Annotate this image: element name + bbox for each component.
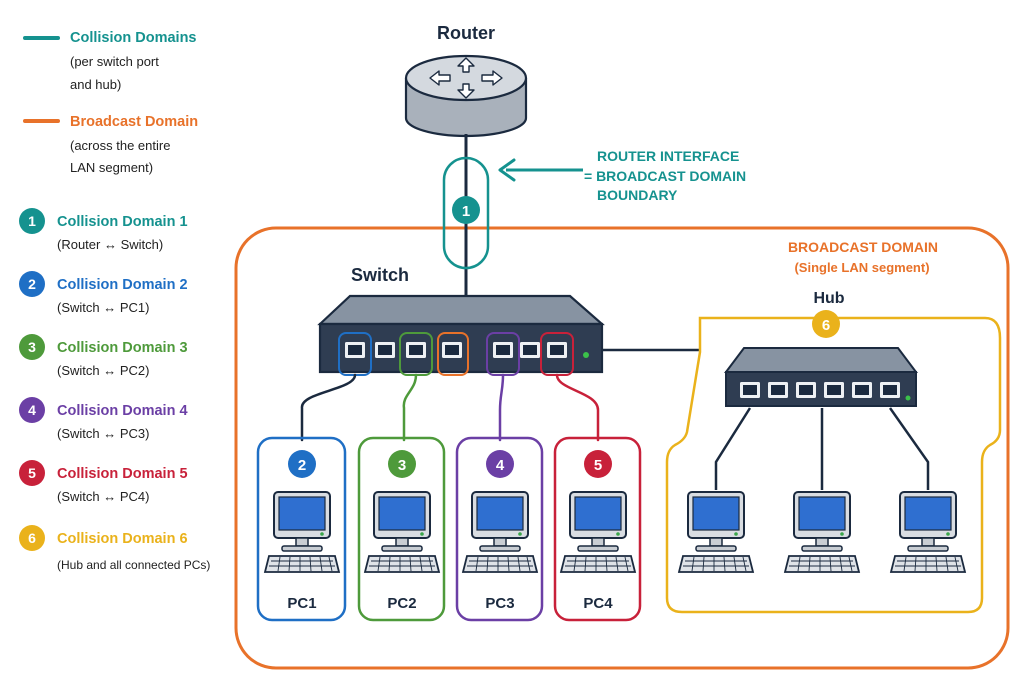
pc1-domain-outline — [256, 436, 347, 622]
collision-legend-desc-1: (per switch port — [70, 54, 159, 69]
cable-pc4 — [555, 373, 600, 442]
pc2-badge — [388, 450, 416, 478]
pc2-label: PC2 — [387, 595, 416, 612]
router-icon — [404, 54, 528, 138]
broadcast-domain-sublabel: (Single LAN segment) — [794, 260, 929, 275]
legend-badge-2-num: 2 — [28, 276, 36, 292]
broadcast-domain-outline — [234, 226, 1010, 670]
legend-item-1-desc: (Router ↔ Switch) — [57, 237, 163, 252]
legend-badge-6-num: 6 — [28, 530, 36, 546]
pc2-badge-num: 3 — [398, 457, 406, 474]
pc1-badge — [288, 450, 316, 478]
pc3-label: PC3 — [485, 595, 514, 612]
legend-item-4-title: Collision Domain 4 — [57, 403, 188, 419]
legend-item-5-title: Collision Domain 5 — [57, 466, 188, 482]
collision-legend-title: Collision Domains — [70, 30, 197, 46]
legend-item-3: 3 Collision Domain 3 (Switch ↔ PC2) — [19, 334, 188, 378]
pc1-computer-icon — [264, 491, 340, 573]
hub-pc-left-icon — [678, 491, 754, 573]
cable-pc2 — [402, 373, 418, 442]
cable-pc3 — [498, 373, 505, 442]
cable-pc1 — [300, 373, 357, 442]
pc4-badge — [584, 450, 612, 478]
legend-item-2: 2 Collision Domain 2 (Switch ↔ PC1) — [19, 271, 188, 315]
collision-legend-desc-2: and hub) — [70, 77, 121, 92]
collision-domain-1-num: 1 — [462, 203, 470, 220]
legend-badge-6 — [19, 525, 45, 551]
pc3-badge — [486, 450, 514, 478]
callout-line-2: = BROADCAST DOMAIN — [584, 168, 746, 184]
router-label: Router — [437, 23, 495, 43]
hub-label: Hub — [813, 290, 844, 307]
pc3-computer-icon — [462, 491, 538, 573]
pc2-domain-outline — [357, 436, 446, 622]
pc4-label: PC4 — [583, 595, 613, 612]
pc2-domain: 3 PC2 — [357, 436, 446, 622]
pc4-domain-outline — [553, 436, 642, 622]
legend-item-1-title: Collision Domain 1 — [57, 214, 188, 230]
legend-item-5: 5 Collision Domain 5 (Switch ↔ PC4) — [19, 460, 188, 504]
pc1-label: PC1 — [287, 595, 316, 612]
legend-item-3-title: Collision Domain 3 — [57, 340, 188, 356]
router-callout: ROUTER INTERFACE = BROADCAST DOMAIN BOUN… — [498, 148, 746, 203]
legend-badge-5 — [19, 460, 45, 486]
hub-cable-right — [888, 407, 930, 490]
legend-badge-4 — [19, 397, 45, 423]
legend-badge-3-num: 3 — [28, 339, 36, 355]
pc4-domain: 5 PC4 — [553, 436, 642, 622]
hub-pc-middle-icon — [784, 491, 860, 573]
legend-badge-2 — [19, 271, 45, 297]
legend-badge-1-num: 1 — [28, 213, 36, 229]
legend-item-6-desc: (Hub and all connected PCs) — [57, 558, 210, 572]
callout-line-3: BOUNDARY — [597, 187, 678, 203]
pc3-domain: 4 PC3 — [455, 436, 544, 622]
hub-cable-left — [714, 407, 752, 490]
collision-domain-1-outline — [442, 156, 490, 270]
legend-item-4-desc: (Switch ↔ PC3) — [57, 426, 149, 441]
pc-cables — [300, 373, 600, 442]
legend: Collision Domains (per switch port and h… — [19, 30, 210, 572]
legend-item-6-title: Collision Domain 6 — [57, 531, 188, 547]
hub-badge-num: 6 — [822, 317, 830, 334]
pc3-badge-num: 4 — [496, 457, 505, 474]
collision-domain-6-outline — [665, 316, 1002, 614]
broadcast-domain-label: BROADCAST DOMAIN — [788, 239, 938, 255]
legend-item-4: 4 Collision Domain 4 (Switch ↔ PC3) — [19, 397, 188, 441]
hub-pc-right-icon — [890, 491, 966, 573]
switch-label: Switch — [351, 265, 409, 285]
hub-icon — [724, 347, 918, 407]
broadcast-legend-desc-1: (across the entire — [70, 138, 170, 153]
legend-badge-3 — [19, 334, 45, 360]
legend-badge-4-num: 4 — [28, 402, 36, 418]
legend-item-6: 6 Collision Domain 6 (Hub and all connec… — [19, 525, 210, 572]
pc1-domain: 2 PC1 — [256, 436, 347, 622]
callout-line-1: ROUTER INTERFACE — [597, 148, 739, 164]
pc4-computer-icon — [560, 491, 636, 573]
legend-item-1: 1 Collision Domain 1 (Router ↔ Switch) — [19, 208, 188, 252]
port-highlight-router — [437, 332, 469, 376]
pc3-domain-outline — [455, 436, 544, 622]
pc1-badge-num: 2 — [298, 457, 306, 474]
broadcast-legend-title: Broadcast Domain — [70, 114, 198, 130]
collision-domain-1-badge — [452, 196, 480, 224]
legend-badge-5-num: 5 — [28, 465, 36, 481]
broadcast-legend-desc-2: LAN segment) — [70, 160, 153, 175]
legend-item-2-desc: (Switch ↔ PC1) — [57, 300, 149, 315]
hub-badge — [812, 310, 840, 338]
legend-item-3-desc: (Switch ↔ PC2) — [57, 363, 149, 378]
hub-cables — [714, 407, 930, 490]
legend-item-5-desc: (Switch ↔ PC4) — [57, 489, 149, 504]
legend-item-2-title: Collision Domain 2 — [57, 277, 188, 293]
pc4-badge-num: 5 — [594, 457, 602, 474]
pc2-computer-icon — [364, 491, 440, 573]
legend-badge-1 — [19, 208, 45, 234]
